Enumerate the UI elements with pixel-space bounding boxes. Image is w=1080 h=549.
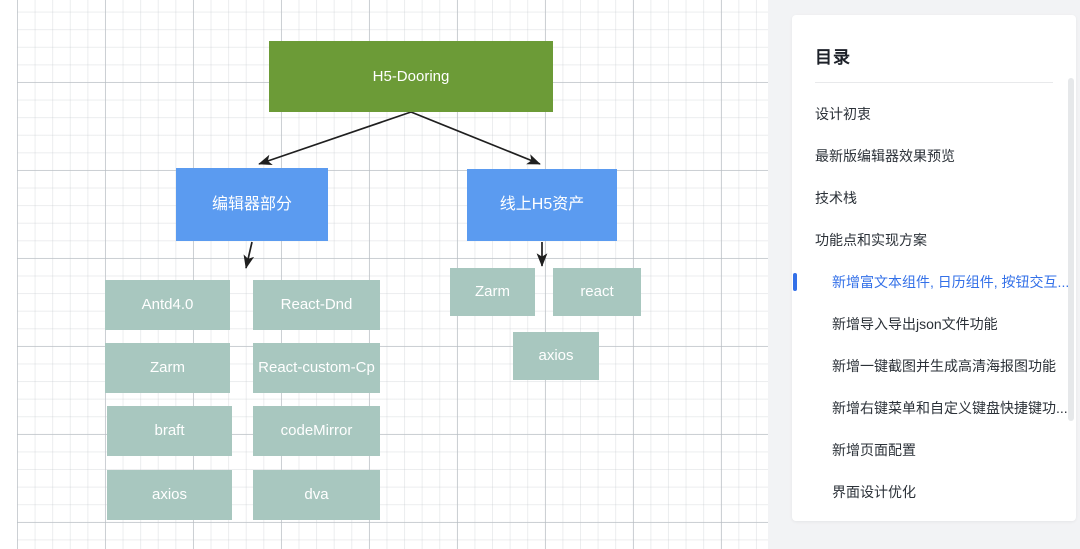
- node-leaf-label: dva: [304, 486, 329, 503]
- node-leaf[interactable]: axios: [513, 332, 599, 380]
- toc-item-label: 新增一键截图并生成高清海报图功能: [832, 358, 1056, 374]
- active-indicator: [793, 273, 797, 291]
- toc-item-5[interactable]: 新增导入导出json文件功能: [792, 303, 1076, 345]
- toc-item-2[interactable]: 技术栈: [792, 177, 1076, 219]
- node-leaf[interactable]: dva: [253, 470, 380, 520]
- node-leaf-label: react: [580, 283, 614, 300]
- toc-item-10[interactable]: 支持sdk引入: [792, 513, 1076, 521]
- node-leaf[interactable]: Antd4.0: [105, 280, 230, 330]
- node-leaf-label: React-Dnd: [280, 296, 353, 313]
- toc-item-label: 新增页面配置: [832, 442, 916, 458]
- node-leaf[interactable]: React-custom-Cp: [253, 343, 380, 393]
- toc-item-label: 界面设计优化: [832, 484, 916, 500]
- toc-item-8[interactable]: 新增页面配置: [792, 429, 1076, 471]
- node-leaf-label: codeMirror: [280, 422, 353, 439]
- node-leaf[interactable]: braft: [107, 406, 232, 456]
- toc-item-6[interactable]: 新增一键截图并生成高清海报图功能: [792, 345, 1076, 387]
- toc-item-label: 设计初衷: [815, 106, 871, 122]
- diagram-canvas[interactable]: H5-Dooring 编辑器部分 线上H5资产 Antd4.0 React-Dn…: [0, 0, 768, 549]
- toc-divider: [815, 82, 1053, 83]
- node-branch-assets[interactable]: 线上H5资产: [467, 169, 617, 241]
- node-branch-editor-label: 编辑器部分: [211, 195, 292, 213]
- node-leaf-label: Zarm: [475, 283, 510, 300]
- node-leaf[interactable]: axios: [107, 470, 232, 520]
- toc-item-3[interactable]: 功能点和实现方案: [792, 219, 1076, 261]
- toc-item-7[interactable]: 新增右键菜单和自定义键盘快捷键功...: [792, 387, 1076, 429]
- toc-item-label: 新增右键菜单和自定义键盘快捷键功...: [832, 400, 1068, 416]
- node-leaf-label: braft: [154, 422, 185, 439]
- node-leaf[interactable]: Zarm: [105, 343, 230, 393]
- toc-title: 目录: [815, 48, 851, 67]
- node-leaf[interactable]: codeMirror: [253, 406, 380, 456]
- node-leaf-label: Antd4.0: [141, 296, 194, 313]
- node-root-label: H5-Dooring: [372, 67, 450, 85]
- node-leaf-label: React-custom-Cp: [258, 359, 375, 376]
- toc-item-label: 功能点和实现方案: [815, 232, 927, 248]
- toc-card: 目录 设计初衷 最新版编辑器效果预览 技术栈 功能点和实现方案: [792, 15, 1076, 521]
- toc-scrollbar[interactable]: [1068, 78, 1074, 421]
- toc-item-label: 技术栈: [815, 190, 857, 206]
- node-leaf-label: Zarm: [150, 359, 185, 376]
- right-panel: 目录 设计初衷 最新版编辑器效果预览 技术栈 功能点和实现方案: [768, 0, 1080, 549]
- node-leaf[interactable]: React-Dnd: [253, 280, 380, 330]
- node-branch-editor[interactable]: 编辑器部分: [176, 168, 328, 241]
- toc-item-1[interactable]: 最新版编辑器效果预览: [792, 135, 1076, 177]
- node-leaf[interactable]: Zarm: [450, 268, 535, 316]
- toc-item-4[interactable]: 新增富文本组件, 日历组件, 按钮交互...: [792, 261, 1076, 303]
- node-root[interactable]: H5-Dooring: [269, 41, 553, 112]
- node-leaf-label: axios: [151, 486, 188, 503]
- node-leaf-label: axios: [538, 347, 574, 364]
- node-branch-assets-label: 线上H5资产: [499, 196, 585, 214]
- toc-item-label: 新增富文本组件, 日历组件, 按钮交互...: [832, 274, 1070, 290]
- toc-item-9[interactable]: 界面设计优化: [792, 471, 1076, 513]
- toc-item-0[interactable]: 设计初衷: [792, 93, 1076, 135]
- canvas-left-margin: [0, 0, 17, 549]
- toc-item-label: 新增导入导出json文件功能: [832, 316, 998, 332]
- node-leaf[interactable]: react: [553, 268, 641, 316]
- toc-list[interactable]: 设计初衷 最新版编辑器效果预览 技术栈 功能点和实现方案 新增富文本组件, 日历…: [792, 93, 1076, 521]
- toc-item-label: 最新版编辑器效果预览: [815, 148, 955, 164]
